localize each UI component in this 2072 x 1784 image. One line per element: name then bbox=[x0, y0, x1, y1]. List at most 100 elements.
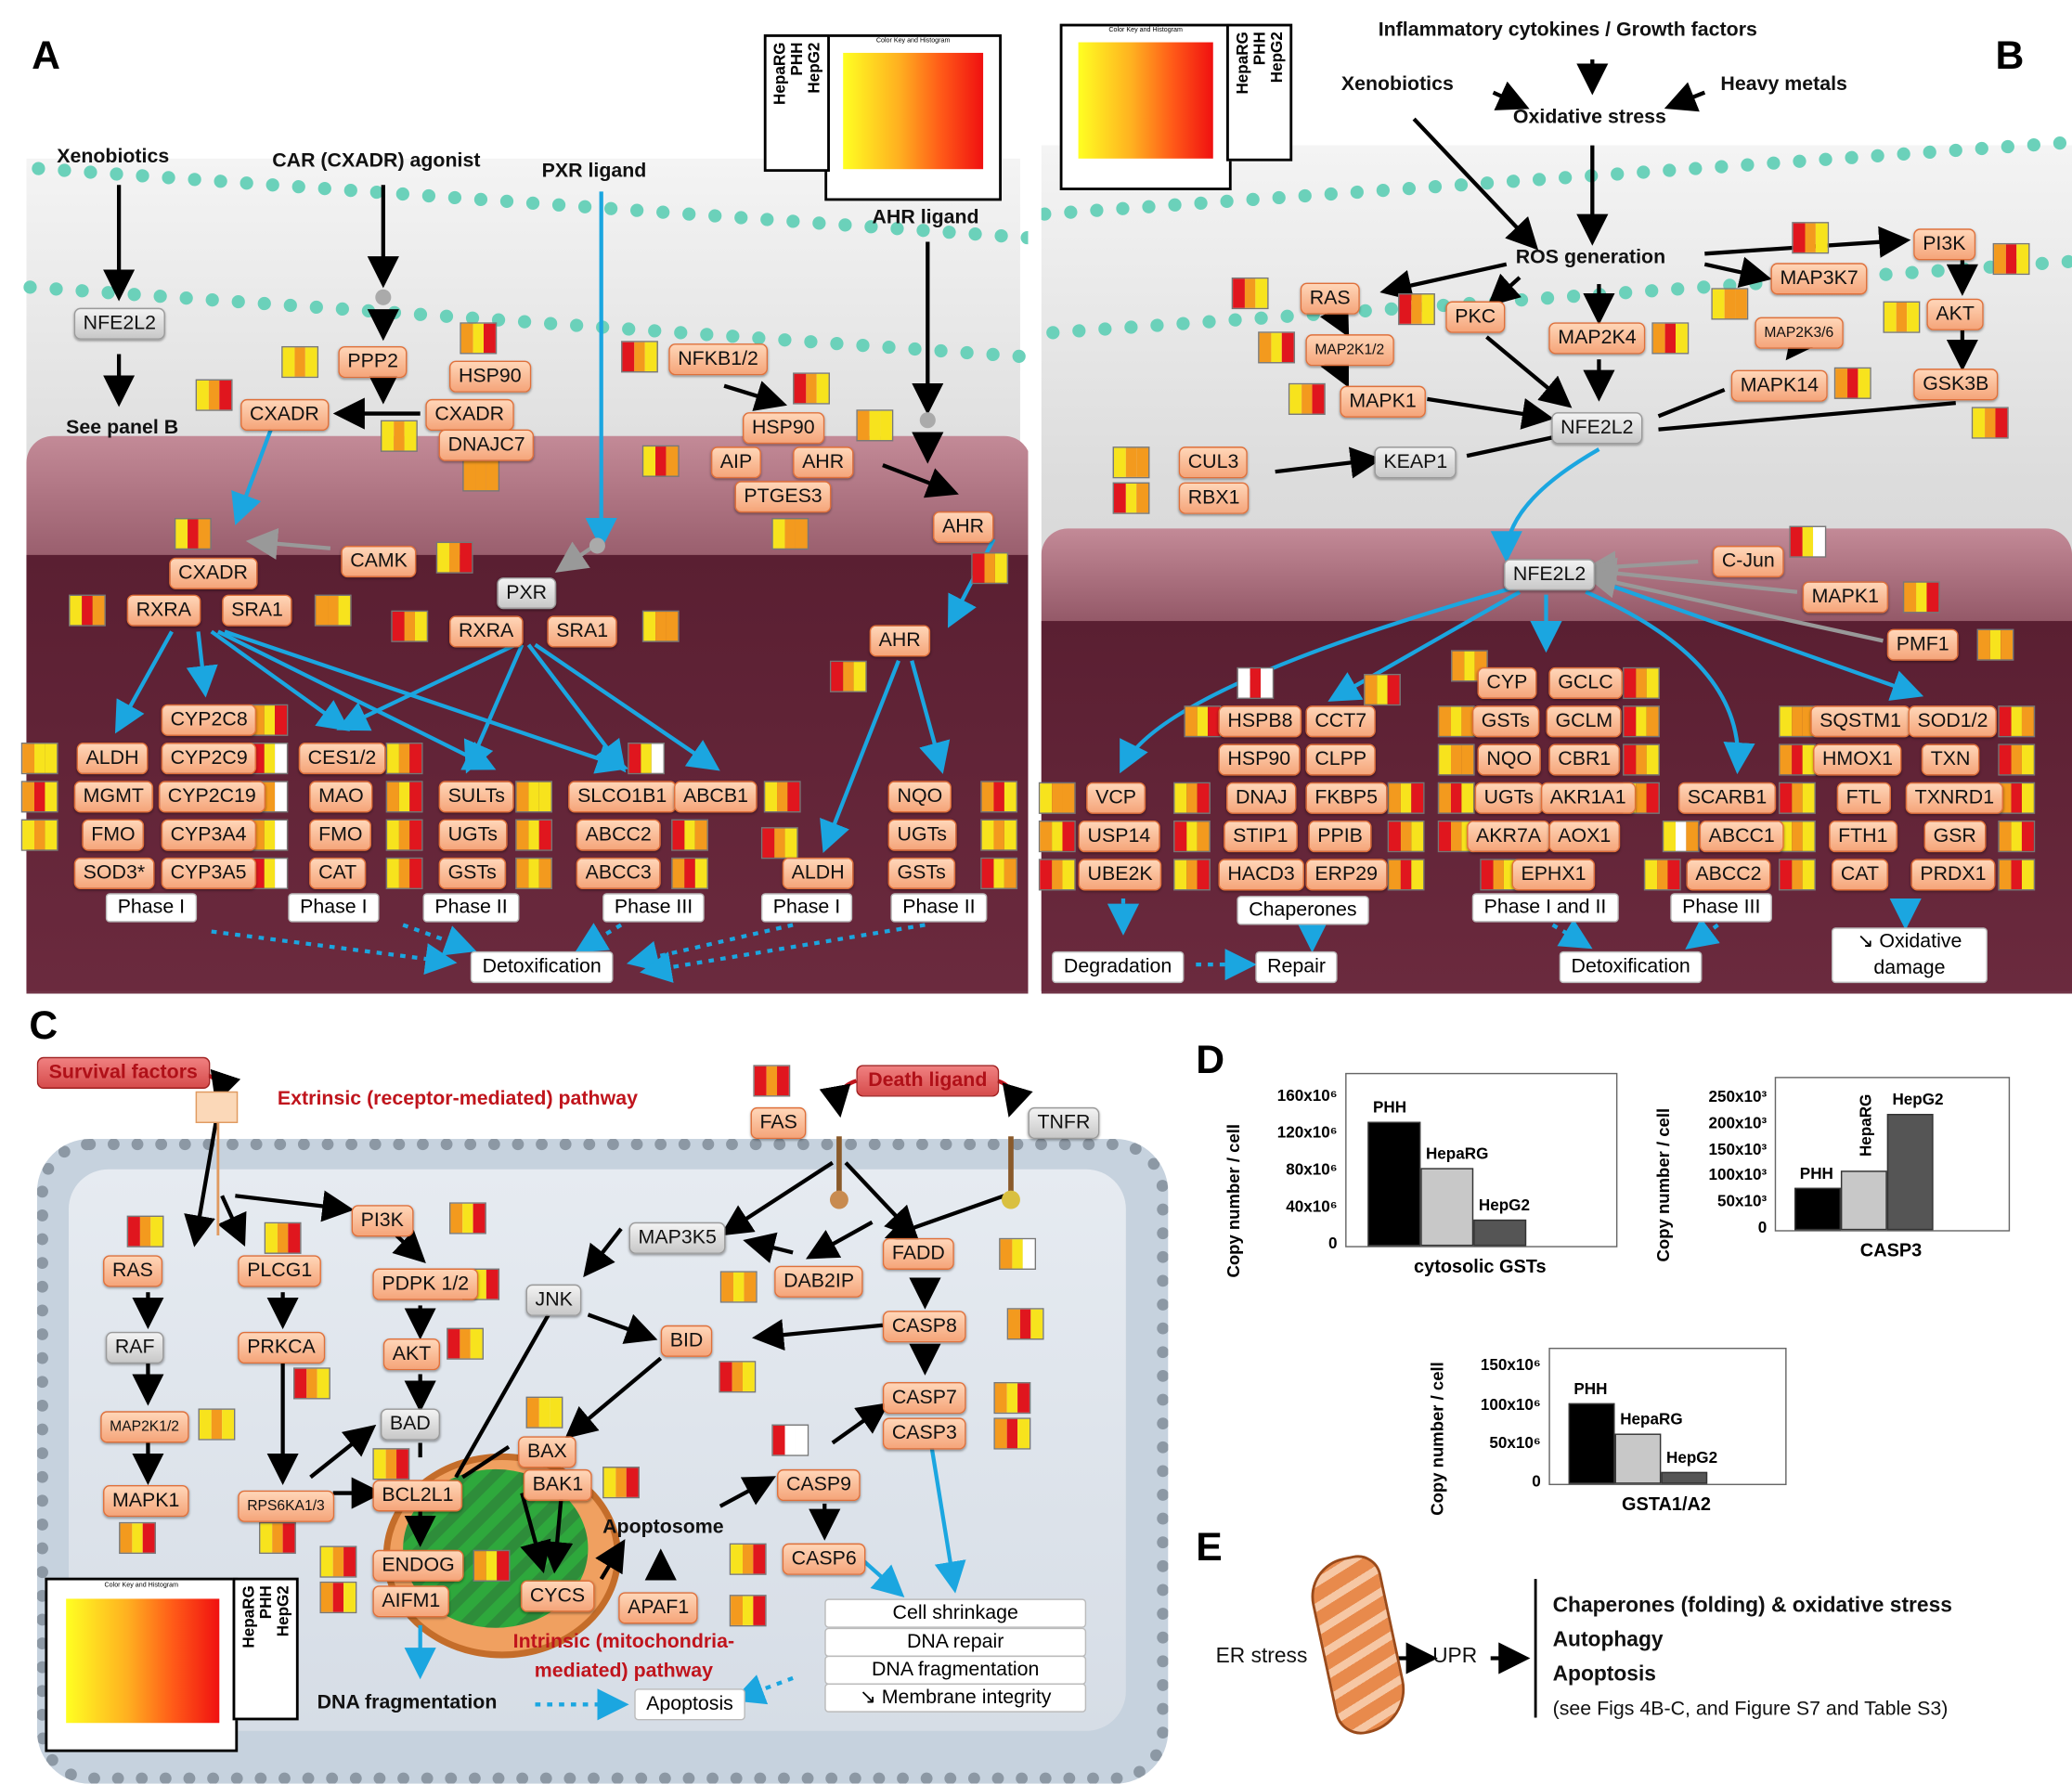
b-sqstm1: SQSTM1 bbox=[1810, 705, 1910, 738]
c-dna-frag2: DNA fragmentation bbox=[824, 1655, 1087, 1685]
bar-heparg bbox=[1420, 1167, 1474, 1247]
c-bad: BAD bbox=[380, 1408, 440, 1441]
y-tick-label: 200x10³ bbox=[1708, 1113, 1768, 1132]
expression-heatmap-tile bbox=[314, 594, 352, 627]
c-survival: Survival factors bbox=[36, 1056, 210, 1089]
expression-heatmap-tile bbox=[1437, 743, 1475, 776]
b-gclc: GCLC bbox=[1548, 666, 1623, 700]
x-axis-label: cytosolic GSTs bbox=[1414, 1255, 1547, 1277]
e-er-stress: ER stress bbox=[1215, 1645, 1308, 1668]
b-cyp: CYP bbox=[1477, 666, 1537, 700]
b-ros: ROS generation bbox=[1515, 245, 1666, 268]
a-cat: CAT bbox=[309, 857, 367, 890]
b-cbr1: CBR1 bbox=[1548, 743, 1621, 776]
expression-heatmap-tile bbox=[385, 857, 423, 890]
a-ahr2: AHR bbox=[932, 511, 994, 544]
expression-heatmap-tile bbox=[20, 743, 58, 775]
c-fas: FAS bbox=[750, 1106, 807, 1140]
key-b-heparg: HepaRG bbox=[1233, 32, 1252, 95]
b-inflam: Inflammatory cytokines / Growth factors bbox=[1378, 18, 1757, 42]
expression-heatmap-tile bbox=[264, 1222, 302, 1254]
b-map2k36: MAP2K3/6 bbox=[1755, 317, 1844, 349]
expression-heatmap-tile bbox=[1998, 859, 2036, 891]
b-nfe2l2-n: NFE2L2 bbox=[1503, 559, 1596, 591]
b-akr7a: AKR7A bbox=[1467, 820, 1551, 853]
a-ugts: UGTs bbox=[438, 819, 507, 851]
b-fth1: FTH1 bbox=[1829, 820, 1897, 853]
e-note: (see Figs 4B-C, and Figure S7 and Table … bbox=[1552, 1698, 1949, 1721]
b-sod12: SOD1/2 bbox=[1908, 705, 1998, 738]
expression-heatmap-tile bbox=[1779, 743, 1816, 776]
expression-heatmap-tile bbox=[1184, 705, 1222, 738]
y-axis-label: Copy number / cell bbox=[1224, 1123, 1244, 1278]
expression-heatmap-tile bbox=[1643, 859, 1681, 891]
a-ces: CES1/2 bbox=[298, 743, 386, 775]
bar-label-hepg2: HepG2 bbox=[1892, 1090, 1944, 1109]
b-stip1: STIP1 bbox=[1224, 820, 1298, 853]
c-tnfr: TNFR bbox=[1028, 1106, 1100, 1140]
b-akt: AKT bbox=[1926, 298, 1984, 330]
expression-heatmap-tile bbox=[448, 1202, 486, 1235]
a-sra1-1: SRA1 bbox=[222, 594, 292, 627]
b-heavy: Heavy metals bbox=[1720, 72, 1847, 96]
b-ephx1: EPHX1 bbox=[1511, 859, 1596, 891]
a-cxadr-n: CXADR bbox=[169, 557, 257, 589]
b-vcp: VCP bbox=[1086, 782, 1146, 814]
bar-hepg2 bbox=[1661, 1472, 1708, 1484]
y-axis-label: Copy number / cell bbox=[1652, 1107, 1674, 1262]
x-axis-label: CASP3 bbox=[1859, 1239, 1923, 1261]
a-nqo: NQO bbox=[887, 781, 952, 813]
expression-heatmap-tile bbox=[671, 819, 708, 851]
panel-e-label: E bbox=[1196, 1526, 1223, 1571]
c-extrinsic: Extrinsic (receptor-mediated) pathway bbox=[277, 1087, 638, 1110]
c-plcg1: PLCG1 bbox=[238, 1255, 322, 1287]
a-phase2a: Phase II bbox=[422, 893, 520, 923]
expression-heatmap-tile bbox=[1779, 820, 1816, 853]
c-mapk1: MAPK1 bbox=[103, 1485, 189, 1518]
e-out1: Chaperones (folding) & oxidative stress bbox=[1552, 1595, 1952, 1618]
expression-heatmap-tile bbox=[1998, 820, 2036, 853]
expression-heatmap-tile bbox=[1288, 382, 1326, 415]
expression-heatmap-tile bbox=[1398, 293, 1435, 326]
expression-heatmap-tile bbox=[771, 518, 809, 550]
expression-heatmap-tile bbox=[641, 610, 680, 642]
a-cyp2c9: CYP2C9 bbox=[161, 743, 257, 775]
c-bid: BID bbox=[660, 1325, 713, 1357]
receptor-stalks bbox=[836, 1136, 1014, 1196]
expression-heatmap-tile bbox=[971, 552, 1009, 585]
c-death: Death ligand bbox=[856, 1065, 1000, 1097]
a-hsp90b: HSP90 bbox=[743, 412, 824, 445]
c-endog: ENDOG bbox=[372, 1549, 464, 1582]
a-detox: Detoxification bbox=[470, 950, 614, 984]
a-ppp2: PPP2 bbox=[338, 345, 408, 379]
a-gsts: GSTs bbox=[438, 857, 506, 890]
expression-heatmap-tile bbox=[719, 1361, 757, 1393]
expression-heatmap-tile bbox=[763, 781, 801, 813]
c-casp9: CASP9 bbox=[777, 1468, 861, 1502]
expression-heatmap-tile bbox=[462, 459, 500, 492]
expression-heatmap-tile bbox=[1173, 820, 1211, 853]
expression-heatmap-tile bbox=[460, 322, 498, 355]
b-ppib: PPIB bbox=[1308, 820, 1372, 853]
b-pmf1: PMF1 bbox=[1886, 628, 1959, 661]
c-prkca: PRKCA bbox=[238, 1331, 325, 1364]
panel-a-label: A bbox=[32, 34, 61, 78]
a-hsp90: HSP90 bbox=[448, 360, 531, 393]
expression-heatmap-tile bbox=[621, 341, 658, 373]
c-bax: BAX bbox=[518, 1436, 576, 1468]
a-car-agonist: CAR (CXADR) agonist bbox=[272, 149, 481, 173]
expression-heatmap-tile bbox=[1971, 407, 2009, 439]
expression-heatmap-tile bbox=[435, 541, 473, 574]
c-casp7: CASP7 bbox=[882, 1381, 966, 1415]
b-mapk1: MAPK1 bbox=[1340, 385, 1426, 418]
a-pxr: PXR bbox=[497, 577, 557, 610]
bar-label-hepg2: HepG2 bbox=[1666, 1448, 1718, 1467]
expression-heatmap-tile bbox=[319, 1581, 357, 1614]
expression-heatmap-tile bbox=[1237, 666, 1275, 700]
b-map3k7: MAP3K7 bbox=[1770, 263, 1868, 295]
color-key-a-title: Color Key and Histogram bbox=[875, 36, 951, 45]
expression-heatmap-tile bbox=[385, 819, 423, 851]
expression-heatmap-tile bbox=[1902, 581, 1940, 614]
